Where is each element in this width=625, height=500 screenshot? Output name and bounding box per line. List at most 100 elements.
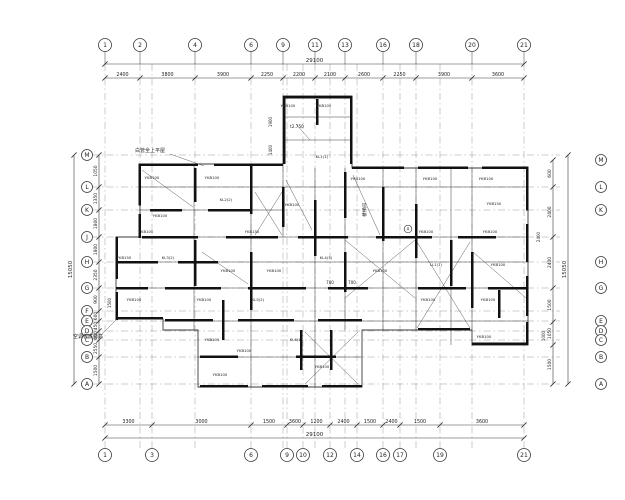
dim-value: 15050: [68, 260, 74, 278]
axis-bubble-label: B: [85, 354, 89, 361]
dim-tick: [248, 75, 254, 81]
wall-segment: [472, 342, 528, 345]
dim-tick: [413, 75, 419, 81]
axis-bubble-label: 1: [103, 452, 107, 459]
plan-label: 1000: [541, 330, 546, 341]
dim-value: 2250: [261, 72, 273, 78]
axis-bubble: [244, 448, 258, 462]
wall-segment: [330, 330, 333, 370]
wall-segment: [140, 163, 198, 166]
dim-value: 15050: [562, 260, 568, 278]
plan-label: YKB150: [487, 201, 502, 206]
plan-label: YKB100: [127, 297, 142, 302]
axis-bubble-label: 6: [249, 452, 253, 459]
axis-bubble-label: 16: [379, 42, 387, 49]
axis-bubble-label: A: [599, 381, 604, 388]
wall-segment: [283, 96, 353, 99]
wall-segment: [248, 287, 306, 290]
dim-tick: [550, 234, 556, 240]
plan-label: 700: [348, 280, 356, 285]
leader-line: [295, 123, 311, 141]
dim-tick: [71, 381, 77, 387]
leader-line: [101, 317, 119, 335]
wall-segment: [376, 236, 432, 239]
plan-label: YKB100: [213, 372, 228, 377]
wall-segment: [250, 252, 253, 310]
axis-bubble-label: H: [85, 259, 90, 266]
plan-label: YKB100: [481, 297, 496, 302]
plan-label: YKB100: [351, 176, 366, 181]
wall-segment: [262, 385, 308, 388]
dim-value: 1350: [93, 193, 99, 204]
dim-tick: [149, 422, 155, 428]
dim-value: 3600: [492, 72, 504, 78]
dim-tick: [312, 75, 318, 81]
dim-value: 3900: [438, 72, 450, 78]
axis-bubble-label: 12: [326, 452, 334, 459]
axis-bubble-label: 3: [150, 452, 154, 459]
wall-segment: [350, 96, 353, 164]
plan-label: KL1(1): [316, 154, 329, 159]
wall-segment: [526, 276, 529, 316]
axis-bubble-label: 13: [341, 42, 349, 49]
dim-tick: [565, 152, 571, 158]
wall-segment: [116, 317, 163, 320]
dim-value: 29100: [306, 432, 324, 438]
plan-label: YKB100: [285, 202, 300, 207]
wall-segment: [382, 187, 385, 241]
axis-bubble-label: L: [599, 184, 603, 191]
dim-value: 1500: [547, 299, 553, 310]
dim-value: 1500: [547, 359, 553, 370]
plan-label: YKB100: [491, 262, 506, 267]
axis-bubble: [188, 38, 202, 52]
axis-bubble: [98, 38, 112, 52]
plan-label: KL2(2): [220, 197, 233, 202]
axis-bubble: [98, 448, 112, 462]
dim-value: 29100: [306, 58, 324, 64]
dim-tick: [550, 342, 556, 348]
axis-bubble: [517, 38, 531, 52]
dim-tick: [96, 354, 102, 360]
plan-label: 700: [326, 280, 334, 285]
wall-segment: [115, 237, 118, 279]
wall-segment: [316, 99, 319, 125]
axis-bubble: [81, 149, 93, 161]
plan-label: YKB100: [267, 268, 282, 273]
axis-bubble: [393, 448, 407, 462]
axis-bubble: [409, 38, 423, 52]
axis-bubble: [81, 334, 93, 346]
dim-value: 3000: [195, 419, 207, 425]
plan-label: YKB100: [421, 297, 436, 302]
dim-tick: [96, 285, 102, 291]
dim-value: 900: [93, 295, 99, 304]
slab-diagonal: [201, 251, 249, 285]
axis-bubble: [81, 204, 93, 216]
axis-bubble-label: L: [85, 184, 89, 191]
axis-bubble-label: 16: [379, 452, 387, 459]
dim-value: 1050: [93, 165, 99, 176]
plan-label: YKB100: [479, 176, 494, 181]
dim-value: 3900: [217, 72, 229, 78]
slab-diagonal: [141, 169, 194, 208]
dim-tick: [248, 422, 254, 428]
dim-value: 2600: [358, 72, 370, 78]
dim-value: 1500: [414, 419, 426, 425]
slab-diagonal: [352, 174, 381, 236]
plan-label: YKB100: [477, 334, 492, 339]
dim-value: 2400: [547, 206, 553, 217]
dim-value: 2250: [393, 72, 405, 78]
wall-segment: [296, 355, 336, 358]
axis-bubble: [244, 38, 258, 52]
dim-tick: [354, 422, 360, 428]
axis-bubble-label: G: [599, 285, 604, 292]
plan-label: 白管全上平屋: [135, 147, 165, 154]
dim-tick: [96, 234, 102, 240]
dim-value: 2400: [385, 419, 397, 425]
axis-bubble: [595, 154, 607, 166]
axis-bubble: [276, 38, 290, 52]
wall-segment: [318, 319, 362, 322]
